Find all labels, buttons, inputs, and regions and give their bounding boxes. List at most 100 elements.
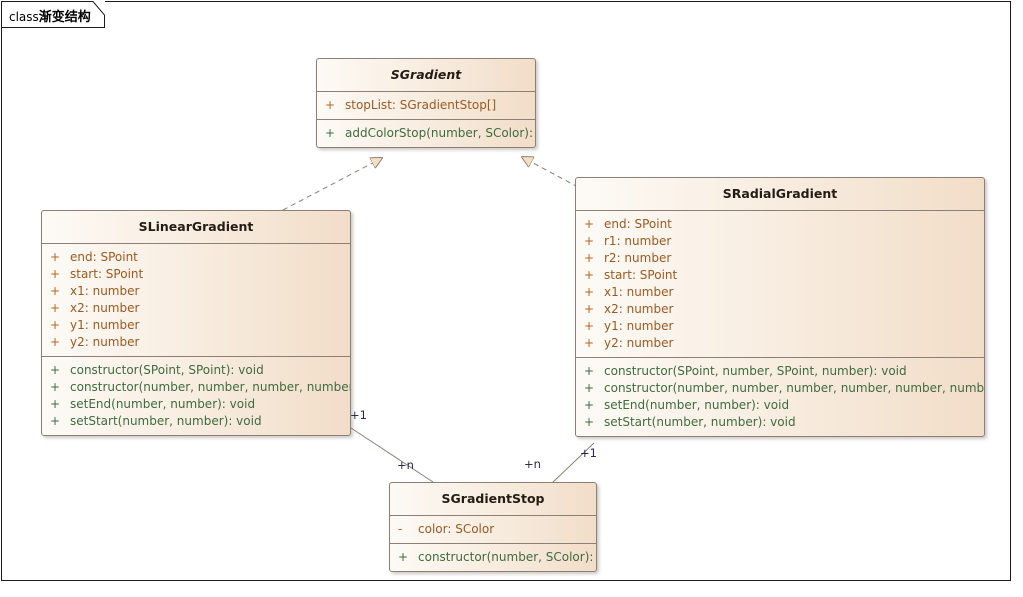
class-box-sradialgradient[interactable]: SRadialGradient + end: SPoint + r1: numb… <box>575 177 985 437</box>
member-signature: constructor(number, number, number, numb… <box>604 381 985 395</box>
diagram-title-tab: class渐变结构 <box>1 1 105 28</box>
member-signature: r1: number <box>604 234 672 248</box>
member-signature: end: SPoint <box>604 217 672 231</box>
class-box-sgradientstop[interactable]: SGradientStop - color: SColor + construc… <box>389 482 597 572</box>
method-row: + setStart(number, number): void <box>42 413 350 430</box>
visibility-marker: + <box>50 363 61 377</box>
attribute-row: + start: SPoint <box>42 266 350 283</box>
attributes-compartment-sradialgradient: + end: SPoint + r1: number + r2: number … <box>576 210 984 357</box>
visibility-marker: + <box>325 98 336 112</box>
class-name-sradialgradient: SRadialGradient <box>722 186 838 201</box>
visibility-marker: + <box>584 302 595 316</box>
member-signature: r2: number <box>604 251 672 265</box>
method-row: + constructor(number, number, number, nu… <box>42 379 350 396</box>
attribute-row: + y1: number <box>576 318 984 335</box>
attribute-row: + y2: number <box>576 335 984 352</box>
visibility-marker: + <box>50 414 61 428</box>
class-box-sgradient[interactable]: SGradient + stopList: SGradientStop[] + … <box>316 58 536 148</box>
visibility-marker: + <box>584 319 595 333</box>
member-signature: setStart(number, number): void <box>70 414 262 428</box>
attributes-compartment-sgradient: + stopList: SGradientStop[] <box>317 91 535 119</box>
tab-outline-shape <box>1 1 105 28</box>
attribute-row: + y2: number <box>42 334 350 351</box>
visibility-marker: + <box>584 268 595 282</box>
member-signature: constructor(SPoint, SPoint): void <box>70 363 264 377</box>
member-signature: x2: number <box>604 302 674 316</box>
visibility-marker: - <box>398 522 403 536</box>
attributes-compartment-sgradientstop: - color: SColor <box>390 515 596 543</box>
method-row: + setEnd(number, number): void <box>42 396 350 413</box>
method-row: + constructor(number, SColor): void <box>390 549 596 566</box>
member-signature: y2: number <box>604 336 674 350</box>
diagram-title-text: class渐变结构 <box>9 6 91 25</box>
multiplicity-radial-source: +1 <box>580 446 597 460</box>
member-signature: constructor(SPoint, number, SPoint, numb… <box>604 364 907 378</box>
visibility-marker: + <box>584 364 595 378</box>
member-signature: addColorStop(number, SColor): void <box>345 126 535 140</box>
attribute-row: + x2: number <box>42 300 350 317</box>
multiplicity-linear-target: +n <box>397 458 414 472</box>
member-signature: y1: number <box>604 319 674 333</box>
attribute-row: + x1: number <box>576 284 984 301</box>
visibility-marker: + <box>584 217 595 231</box>
attribute-row: + x2: number <box>576 301 984 318</box>
member-signature: setEnd(number, number): void <box>604 398 790 412</box>
visibility-marker: + <box>584 381 595 395</box>
visibility-marker: + <box>50 284 61 298</box>
visibility-marker: + <box>584 251 595 265</box>
visibility-marker: + <box>584 336 595 350</box>
visibility-marker: + <box>50 397 61 411</box>
member-signature: setEnd(number, number): void <box>70 397 256 411</box>
member-signature: y1: number <box>70 318 140 332</box>
visibility-marker: + <box>398 550 409 564</box>
member-signature: setStart(number, number): void <box>604 415 796 429</box>
attribute-row: + x1: number <box>42 283 350 300</box>
attribute-row: + r1: number <box>576 233 984 250</box>
method-row: + addColorStop(number, SColor): void <box>317 125 535 142</box>
member-signature: x1: number <box>70 284 140 298</box>
methods-compartment-sgradient: + addColorStop(number, SColor): void <box>317 119 535 147</box>
member-signature: start: SPoint <box>604 268 678 282</box>
attributes-compartment-slineargradient: + end: SPoint + start: SPoint + x1: numb… <box>42 243 350 356</box>
visibility-marker: + <box>584 285 595 299</box>
methods-compartment-sradialgradient: + constructor(SPoint, number, SPoint, nu… <box>576 357 984 436</box>
attribute-row: + r2: number <box>576 250 984 267</box>
class-name-sgradient: SGradient <box>390 67 462 82</box>
member-signature: stopList: SGradientStop[] <box>345 98 497 112</box>
visibility-marker: + <box>584 398 595 412</box>
visibility-marker: + <box>50 318 61 332</box>
methods-compartment-slineargradient: + constructor(SPoint, SPoint): void + co… <box>42 356 350 435</box>
method-row: + constructor(SPoint, SPoint): void <box>42 362 350 379</box>
member-signature: y2: number <box>70 335 140 349</box>
visibility-marker: + <box>50 380 61 394</box>
visibility-marker: + <box>50 335 61 349</box>
visibility-marker: + <box>50 250 61 264</box>
attribute-row: + start: SPoint <box>576 267 984 284</box>
multiplicity-linear-source: +1 <box>350 408 367 422</box>
method-row: + setEnd(number, number): void <box>576 397 984 414</box>
visibility-marker: + <box>50 267 61 281</box>
member-signature: color: SColor <box>418 522 495 536</box>
member-signature: x1: number <box>604 285 674 299</box>
visibility-marker: + <box>50 301 61 315</box>
methods-compartment-sgradientstop: + constructor(number, SColor): void <box>390 543 596 571</box>
member-signature: x2: number <box>70 301 140 315</box>
member-signature: end: SPoint <box>70 250 138 264</box>
attribute-row: + end: SPoint <box>576 216 984 233</box>
class-name-sgradientstop: SGradientStop <box>441 491 545 506</box>
visibility-marker: + <box>584 415 595 429</box>
method-row: + constructor(number, number, number, nu… <box>576 380 984 397</box>
diagram-title-name: 渐变结构 <box>38 10 91 25</box>
method-row: + constructor(SPoint, number, SPoint, nu… <box>576 363 984 380</box>
attribute-row: + stopList: SGradientStop[] <box>317 97 535 114</box>
attribute-row: - color: SColor <box>390 521 596 538</box>
member-signature: constructor(number, number, number, numb… <box>70 380 350 394</box>
visibility-marker: + <box>325 126 336 140</box>
attribute-row: + end: SPoint <box>42 249 350 266</box>
diagram-title-keyword: class <box>9 10 39 24</box>
visibility-marker: + <box>584 234 595 248</box>
class-box-slineargradient[interactable]: SLinearGradient + end: SPoint + start: S… <box>41 210 351 436</box>
method-row: + setStart(number, number): void <box>576 414 984 431</box>
member-signature: start: SPoint <box>70 267 144 281</box>
attribute-row: + y1: number <box>42 317 350 334</box>
